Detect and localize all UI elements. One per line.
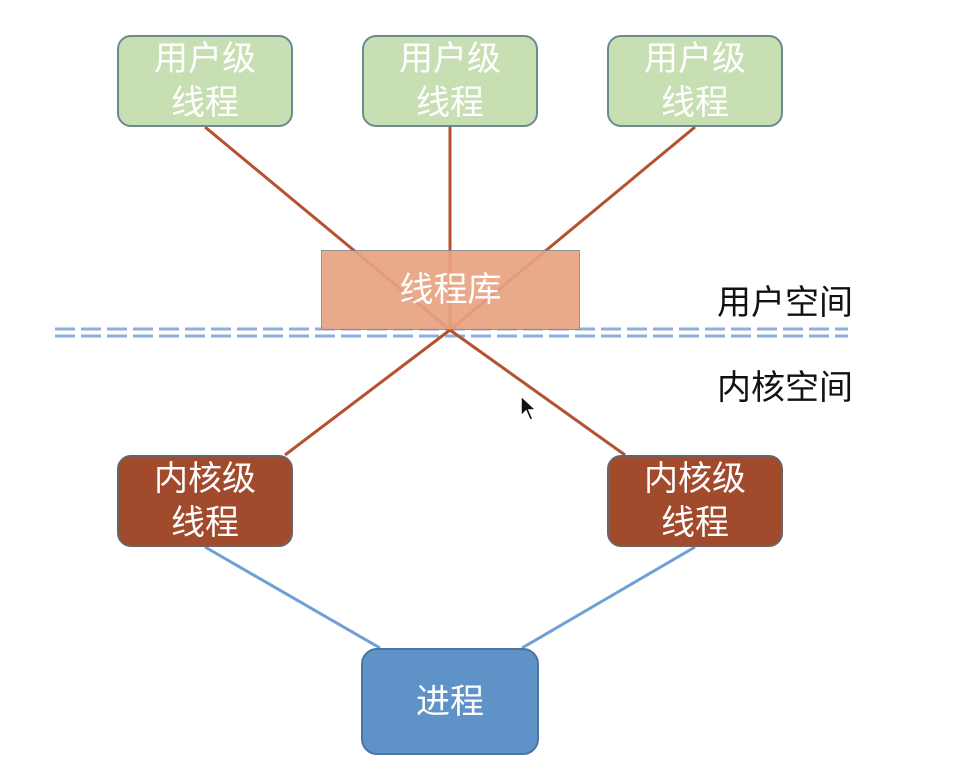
user-thread-label-2: 用户级 线程	[399, 39, 501, 123]
kernel-thread-box-1: 内核级 线程	[117, 455, 293, 547]
kernel-thread-label-1: 内核级 线程	[154, 459, 256, 543]
user-thread-box-1: 用户级 线程	[117, 35, 293, 127]
user-thread-box-2: 用户级 线程	[362, 35, 538, 127]
mapping-line-kernel-1	[284, 328, 451, 457]
thread-library-label: 线程库	[399, 270, 502, 310]
process-box: 进程	[361, 648, 539, 755]
thread-library-box: 线程库	[321, 250, 580, 330]
process-line-1	[204, 545, 381, 650]
user-thread-label-3: 用户级 线程	[644, 39, 746, 123]
kernel-space-label: 内核空间	[717, 368, 853, 408]
mouse-pointer-icon	[520, 395, 538, 421]
kernel-thread-box-2: 内核级 线程	[607, 455, 783, 547]
user-space-label: 用户空间	[717, 283, 853, 323]
kernel-thread-label-2: 内核级 线程	[644, 459, 746, 543]
process-label: 进程	[416, 681, 484, 722]
user-thread-box-3: 用户级 线程	[607, 35, 783, 127]
process-line-2	[521, 545, 696, 650]
mapping-line-kernel-2	[449, 328, 626, 457]
user-thread-label-1: 用户级 线程	[154, 39, 256, 123]
